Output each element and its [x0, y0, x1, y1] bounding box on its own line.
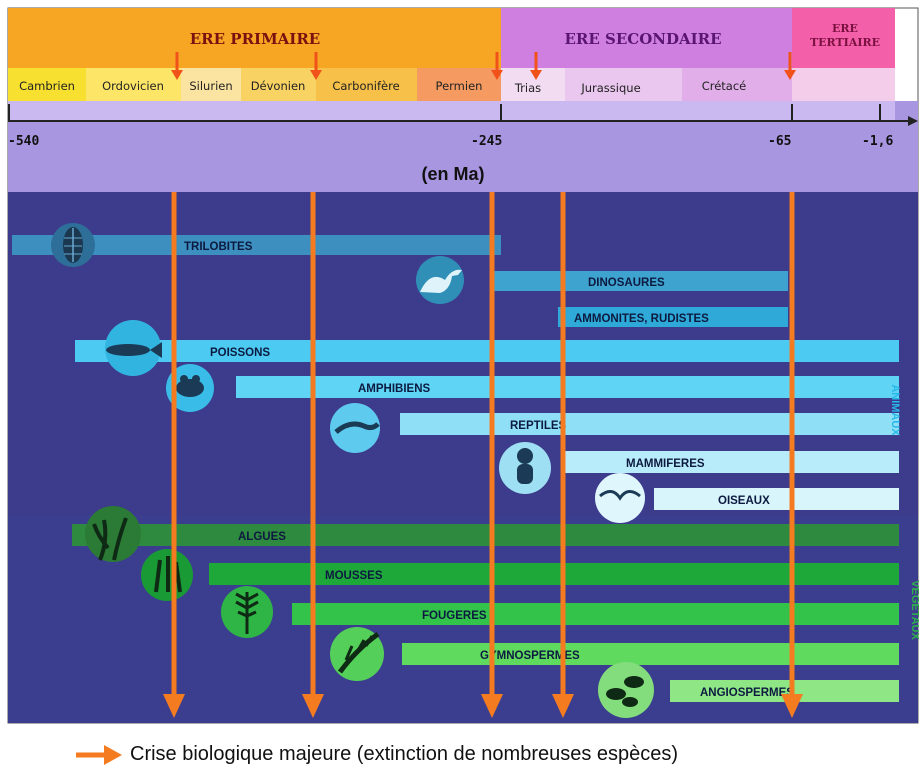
bar-mammiferes: [565, 451, 899, 473]
axis-arrowhead: [908, 116, 918, 126]
crisis-markers-header: [171, 52, 796, 80]
era-tertiaire-block: [792, 8, 895, 68]
bar-angiospermes-label: ANGIOSPERMES: [700, 687, 794, 699]
period-carbonifere-label: Carbonifère: [332, 79, 399, 93]
bar-mammiferes-label: MAMMIFERES: [626, 458, 705, 470]
bar-angiospermes: [670, 680, 899, 702]
fern-icon: [221, 586, 273, 638]
animal-bars: TRILOBITES DINOSAURES AMMONITES, RUDISTE…: [12, 235, 899, 510]
period-cretace-label: Crétacé: [702, 79, 747, 93]
trilobite-icon: [51, 223, 95, 267]
bar-mousses: [209, 563, 899, 585]
crisis-arrow-3-head: [481, 694, 503, 718]
bar-oiseaux: [654, 488, 899, 510]
bird-icon: [595, 473, 645, 523]
bar-trilobites-label: TRILOBITES: [184, 241, 253, 253]
period-carbonifere-block: [316, 68, 417, 101]
bar-ammonites-label: AMMONITES, RUDISTES: [574, 313, 709, 325]
period-cambrien-block: [8, 68, 86, 101]
period-permien-block: [417, 68, 501, 101]
bar-dinosaures-label: DINOSAURES: [588, 277, 665, 289]
plants-side-label: VEGETAUX: [909, 580, 919, 640]
period-ordovicien-label: Ordovicien: [102, 79, 164, 93]
bar-amphibiens: [236, 376, 899, 398]
legend: [76, 745, 122, 765]
frog-icon: [166, 364, 214, 412]
period-ordovicien-block: [86, 68, 181, 101]
tick-label-65: -65: [768, 134, 791, 149]
period-cambrien-label: Cambrien: [19, 79, 75, 93]
timescale-axis: -540 -245 -65 -1,6 (en Ma): [8, 101, 918, 184]
bar-ammonites: [558, 307, 788, 327]
bar-gymnospermes-label: GYMNOSPERMES: [480, 650, 580, 662]
period-silurien-label: Silurien: [189, 79, 232, 93]
period-devonien-block: [241, 68, 316, 101]
bar-trilobites: [12, 235, 501, 255]
bar-fougeres: [292, 603, 899, 625]
era-secondaire-label: ERE SECONDAIRE: [564, 30, 721, 48]
period-jurassique-label: Jurassique: [580, 81, 640, 95]
period-cretace-block: [682, 68, 792, 101]
era-tertiaire-label-2: TERTIAIRE: [810, 36, 880, 49]
bar-mousses-label: MOUSSES: [325, 570, 383, 582]
era-tertiaire-label: ERE: [832, 22, 858, 35]
period-trias-label: Trias: [514, 81, 541, 95]
era-primaire-block: [8, 8, 501, 68]
crisis-arrow-1-head: [163, 694, 185, 718]
bar-poissons: [75, 340, 899, 362]
bar-amphibiens-label: AMPHIBIENS: [358, 383, 431, 395]
lizard-icon: [330, 403, 380, 453]
bar-algues: [72, 524, 899, 546]
period-silurien-block: [181, 68, 241, 101]
dinosaur-icon: [416, 256, 464, 304]
period-tertiaire-block: [792, 68, 895, 101]
axis-unit-label: (en Ma): [422, 164, 485, 184]
plant-bars: ALGUES MOUSSES FOUGERES GYMNOSPERMES ANG…: [72, 524, 899, 702]
monkey-icon: [499, 442, 551, 494]
legend-text: Crise biologique majeure (extinction de …: [130, 743, 679, 765]
icons: [51, 223, 654, 718]
timescale-ruler: [8, 101, 895, 121]
bar-fougeres-label: FOUGERES: [422, 610, 487, 622]
crisis-arrow-5-head: [781, 694, 803, 718]
bar-poissons-label: POISSONS: [210, 347, 270, 359]
bar-gymnospermes: [402, 643, 899, 665]
tick-label-540: -540: [8, 134, 39, 149]
bar-reptiles-label: REPTILES: [510, 420, 567, 432]
period-jurassique-block: [565, 68, 682, 101]
tick-label-1-6: -1,6: [862, 134, 893, 149]
bar-oiseaux-label: OISEAUX: [718, 495, 770, 507]
tick-label-245: -245: [471, 134, 502, 149]
periods-row: Cambrien Ordovicien Silurien Dévonien Ca…: [8, 68, 895, 101]
crisis-arrow-4-head: [552, 694, 574, 718]
conifer-icon: [330, 627, 384, 681]
era-primaire-label: ERE PRIMAIRE: [190, 30, 320, 48]
bar-reptiles: [400, 413, 899, 435]
period-devonien-label: Dévonien: [251, 79, 306, 93]
crisis-arrow-2-head: [302, 694, 324, 718]
period-permien-label: Permien: [436, 79, 483, 93]
bar-algues-label: ALGUES: [238, 531, 286, 543]
fish-icon: [105, 320, 162, 376]
era-secondaire-block: [501, 8, 792, 68]
moss-icon: [141, 549, 193, 601]
era-header: ERE PRIMAIRE ERE SECONDAIRE ERE TERTIAIR…: [8, 8, 895, 68]
crisis-arrows: [163, 192, 803, 718]
animals-side-label: ANIMAUX: [889, 384, 901, 436]
algae-icon: [85, 506, 141, 562]
leaf-icon: [598, 662, 654, 718]
legend-arrow-head: [104, 745, 122, 765]
